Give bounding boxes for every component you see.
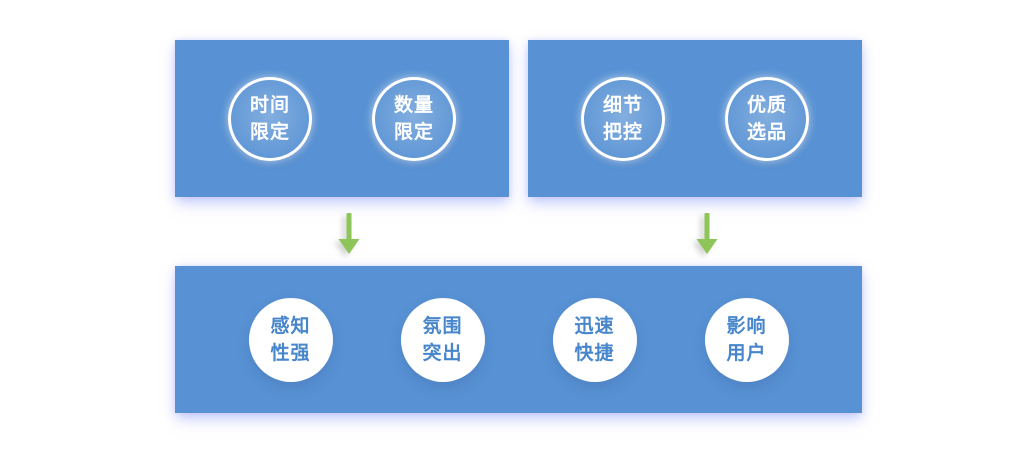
panel-quality: 细节 把控 优质 选品 bbox=[528, 40, 862, 197]
circle-detail-control-label: 细节 把控 bbox=[602, 94, 643, 143]
circle-influence-users-label: 影响 用户 bbox=[726, 315, 767, 364]
circle-quantity-limit: 数量 限定 bbox=[372, 76, 456, 161]
down-arrow-icon bbox=[336, 211, 362, 257]
panel-limits: 时间 限定 数量 限定 bbox=[175, 40, 509, 197]
circle-quantity-limit-label: 数量 限定 bbox=[393, 94, 434, 143]
circle-quality-selection-label: 优质 选品 bbox=[746, 94, 787, 143]
circle-quality-selection: 优质 选品 bbox=[725, 76, 809, 161]
circle-atmosphere-prominent-label: 氛围 突出 bbox=[422, 315, 463, 364]
circle-time-limit: 时间 限定 bbox=[228, 76, 312, 161]
panel-results: 感知 性强 氛围 突出 迅速 快捷 影响 用户 bbox=[175, 266, 862, 413]
circle-detail-control: 细节 把控 bbox=[581, 76, 665, 161]
circle-atmosphere-prominent: 氛围 突出 bbox=[400, 297, 485, 382]
circle-time-limit-label: 时间 限定 bbox=[249, 94, 290, 143]
circle-strong-perception: 感知 性强 bbox=[248, 297, 333, 382]
circle-fast-quick-label: 迅速 快捷 bbox=[574, 315, 615, 364]
circle-influence-users: 影响 用户 bbox=[704, 297, 789, 382]
down-arrow-icon bbox=[694, 211, 720, 257]
circle-fast-quick: 迅速 快捷 bbox=[552, 297, 637, 382]
circle-strong-perception-label: 感知 性强 bbox=[270, 315, 311, 364]
